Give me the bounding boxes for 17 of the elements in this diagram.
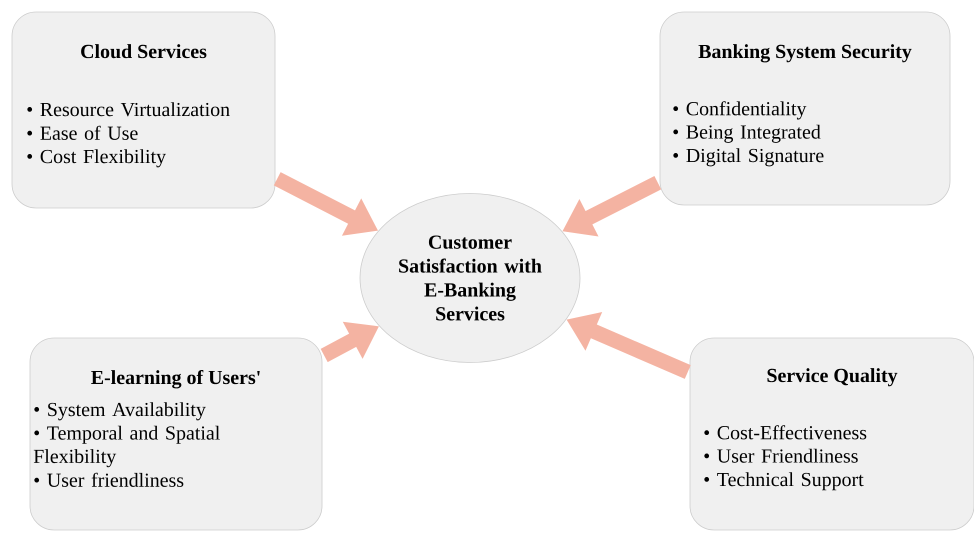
bullet-item: • System Availability xyxy=(34,402,206,420)
box-heading: Cloud Services xyxy=(81,44,206,58)
ellipse-label: Customer Satisfaction with E-Banking Services xyxy=(399,235,542,321)
bullet-item: • Being Integrated xyxy=(673,124,821,143)
box-heading: Service Quality xyxy=(768,368,898,386)
bullet-item: • Cost-Effectiveness xyxy=(704,425,866,440)
bullet-item: • Temporal and Spatial Flexibility xyxy=(34,426,220,468)
box-heading: E-learning of Users' xyxy=(91,370,260,388)
bullet-item: • User Friendliness xyxy=(704,448,858,463)
bullet-item: • Resource Virtualization xyxy=(27,102,230,116)
bullet-item: • Cost Flexibility xyxy=(27,149,166,168)
box-heading: Banking System Security xyxy=(698,44,912,62)
bullet-item: • Digital Signature xyxy=(673,148,824,166)
bullet-item: • User friendliness xyxy=(34,472,184,487)
bullet-item: • Ease of Use xyxy=(27,126,138,140)
bullet-item: • Technical Support xyxy=(704,472,864,490)
bullet-item: • Confidentiality xyxy=(673,101,806,120)
